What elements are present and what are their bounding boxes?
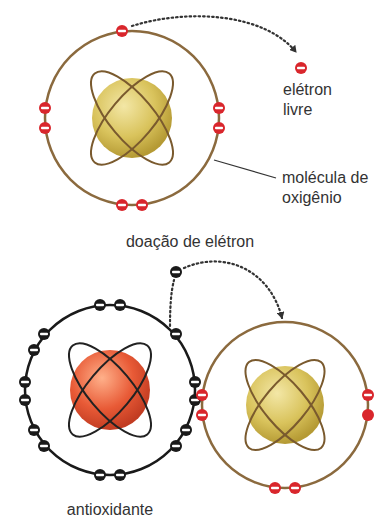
oxygen-atom <box>39 25 225 211</box>
donation-label: doação de elétron <box>80 232 300 252</box>
leader-line <box>214 160 276 178</box>
free-electron-arrow <box>132 16 296 52</box>
antioxidant-atom <box>19 299 201 481</box>
antioxidant-label: antioxidante <box>20 500 200 520</box>
free-electron-label: elétron livre <box>283 80 363 120</box>
donation-arrow <box>170 261 282 326</box>
free-electron <box>295 62 307 74</box>
molecule-label: molécula de oxigênio <box>282 168 382 208</box>
donated-electron <box>170 266 182 278</box>
oxygen-atom <box>196 322 374 494</box>
